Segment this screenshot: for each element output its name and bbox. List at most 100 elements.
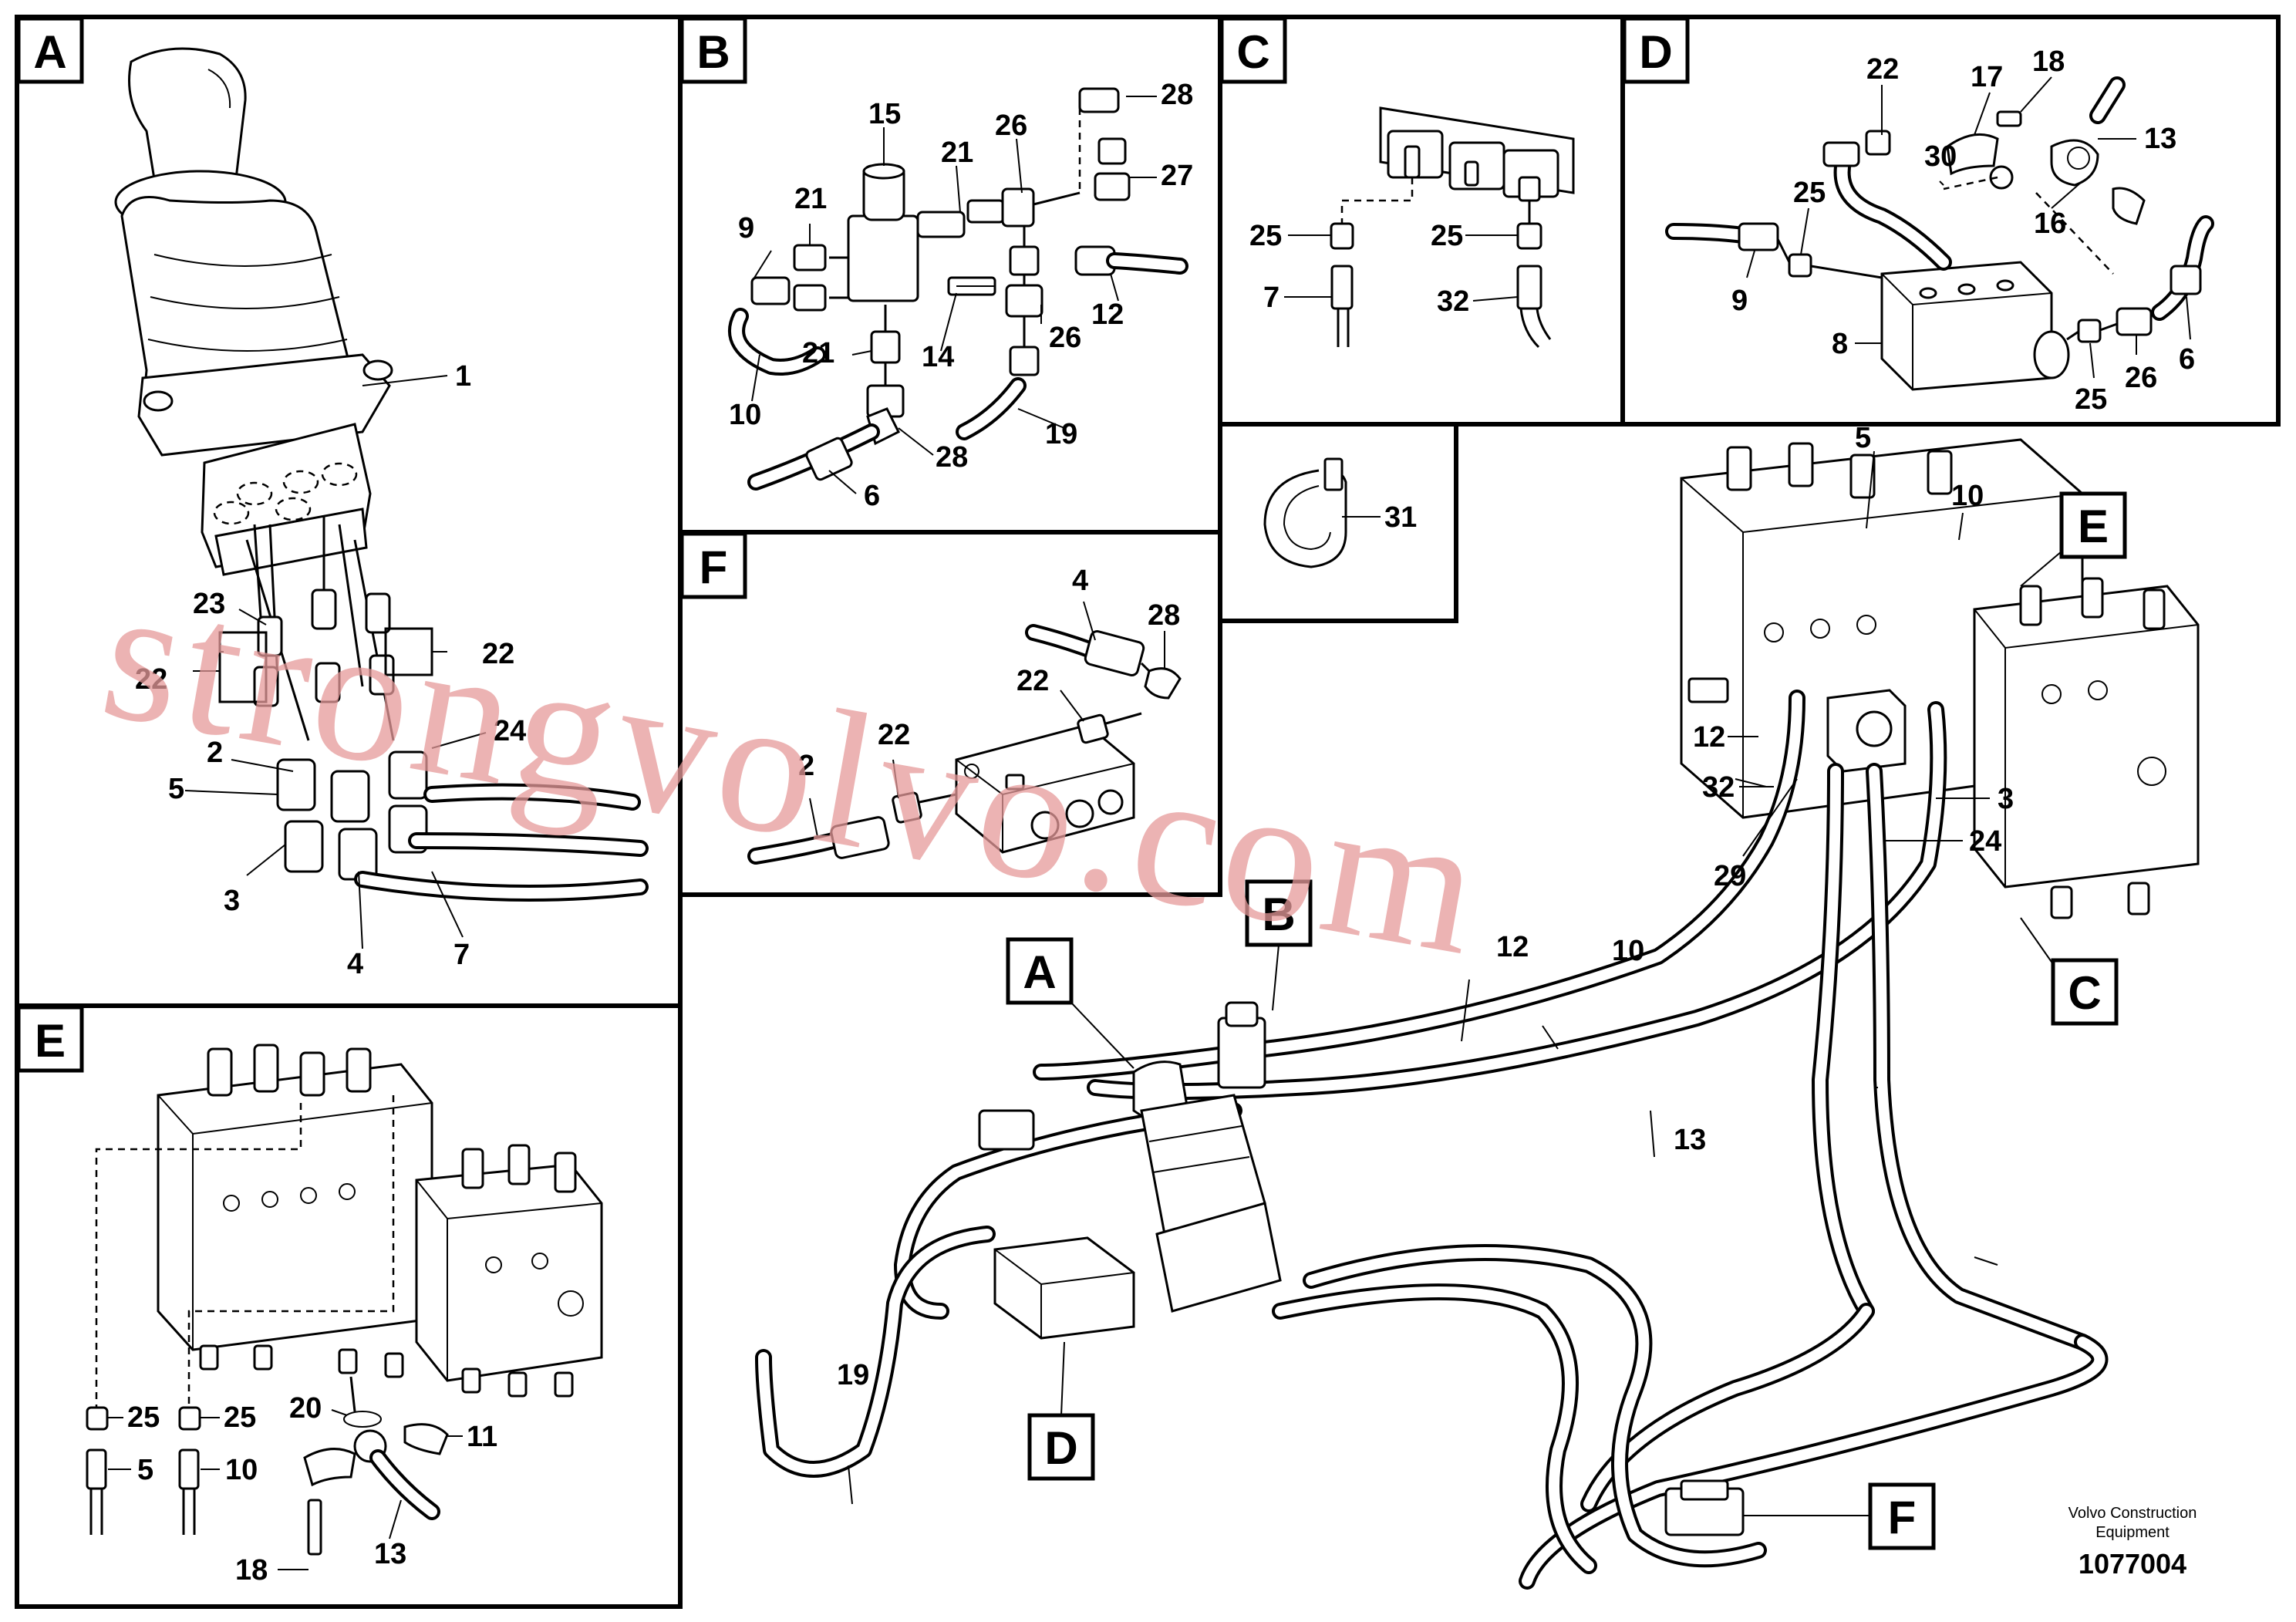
ports — [218, 517, 649, 902]
callout-a-23: 23 — [193, 588, 225, 620]
callout-main-32: 32 — [1702, 771, 1735, 804]
callout-f-2: 2 — [798, 750, 814, 782]
marker-c-box — [2051, 958, 2119, 1026]
panel-c: C 25 25 7 32 — [1218, 15, 1625, 427]
callout-a-24: 24 — [494, 715, 526, 747]
callout-b-28-bottom: 28 — [936, 441, 968, 474]
callout-d-13: 13 — [2144, 123, 2176, 155]
callout-e-11: 11 — [467, 1421, 497, 1453]
marker-f-box — [1868, 1482, 1936, 1550]
panel-f-letter: F — [700, 541, 728, 593]
callout-e-13: 13 — [374, 1538, 406, 1570]
callout-main-3: 3 — [1998, 783, 2014, 815]
callout-main-10-top: 10 — [1951, 480, 1984, 512]
panel-a-letter: A — [33, 26, 66, 78]
callout-a-5: 5 — [168, 773, 184, 805]
callout-d-22: 22 — [1866, 53, 1899, 86]
callout-c-25-right: 25 — [1431, 220, 1463, 252]
callout-f-22-bottom: 22 — [878, 719, 910, 751]
callout-e-18: 18 — [235, 1554, 268, 1587]
callout-b-21-bottom: 21 — [802, 337, 834, 369]
credit-line-2: Equipment — [2095, 1524, 2170, 1541]
panel-f: F 4 28 22 22 2 — [678, 530, 1222, 897]
panel-clamp: 31 — [1218, 422, 1458, 623]
marker-e-box — [2059, 491, 2127, 559]
marker-a: A — [1023, 946, 1056, 998]
callout-b-21-left: 21 — [794, 183, 827, 215]
panel-f-frame — [678, 530, 1222, 897]
callout-a-22-left: 22 — [135, 663, 167, 696]
panel-c-letter-box — [1219, 16, 1287, 84]
callout-b-10: 10 — [729, 399, 761, 431]
callout-d-26: 26 — [2125, 362, 2157, 394]
callout-e-25-left: 25 — [127, 1401, 160, 1434]
marker-e: E — [2078, 501, 2109, 552]
callout-d-8: 8 — [1832, 328, 1848, 360]
callout-d-9: 9 — [1731, 285, 1748, 317]
callout-b-28-top: 28 — [1161, 79, 1193, 111]
callout-main-29: 29 — [1714, 860, 1746, 892]
panel-f-letter-box — [679, 531, 747, 599]
callout-c-7: 7 — [1263, 282, 1279, 314]
callout-a-1: 1 — [455, 360, 471, 393]
panel-a: A — [15, 15, 683, 1008]
panel-d-letter: D — [1639, 26, 1672, 78]
callout-d-18: 18 — [2032, 46, 2065, 78]
callout-b-27: 27 — [1161, 160, 1193, 192]
callout-f-28: 28 — [1148, 599, 1180, 632]
callout-b-12: 12 — [1091, 298, 1124, 331]
callout-main-13: 13 — [1674, 1124, 1706, 1156]
marker-b: B — [1262, 889, 1295, 940]
reference-number: 1077004 — [2079, 1548, 2186, 1580]
callout-a-22-right: 22 — [482, 638, 514, 670]
marker-d-box — [1027, 1413, 1095, 1481]
callout-d-16: 16 — [2034, 207, 2066, 240]
callout-e-5: 5 — [137, 1454, 153, 1486]
panel-d-letter-box — [1622, 16, 1690, 84]
callout-f-4: 4 — [1072, 565, 1088, 597]
callout-main-24: 24 — [1969, 825, 2001, 858]
callout-d-17: 17 — [1971, 61, 2003, 93]
panel-e-letter: E — [35, 1015, 66, 1067]
callout-d-30: 30 — [1924, 140, 1957, 173]
callout-main-12-right: 12 — [1693, 721, 1725, 754]
panel-b-frame — [678, 15, 1222, 534]
panel-a-letter-box — [16, 16, 84, 84]
callout-b-14: 14 — [922, 341, 954, 373]
callout-e-25-right: 25 — [224, 1401, 256, 1434]
callout-main-12-mid: 12 — [1496, 931, 1529, 963]
panel-c-letter: C — [1236, 26, 1269, 78]
credit-line-1: Volvo Construction — [2068, 1505, 2197, 1522]
callout-a-2: 2 — [207, 737, 223, 769]
panel-b-letter: B — [696, 26, 730, 78]
panel-e-letter-box — [16, 1005, 84, 1073]
panel-d: D — [1620, 15, 2281, 427]
panel-b-letter-box — [679, 16, 747, 84]
callout-b-19: 19 — [1045, 418, 1077, 450]
callout-e-10: 10 — [225, 1454, 258, 1486]
joystick — [114, 47, 393, 576]
callout-clamp-31: 31 — [1384, 501, 1417, 534]
callout-d-6: 6 — [2179, 343, 2195, 376]
callout-a-3: 3 — [224, 885, 240, 917]
callout-c-25-left: 25 — [1249, 220, 1282, 252]
callout-main-10-mid: 10 — [1612, 935, 1644, 967]
callout-d-25-bottom: 25 — [2075, 383, 2107, 416]
marker-a-box — [1006, 937, 1074, 1005]
callout-b-21-top: 21 — [941, 137, 973, 169]
marker-f: F — [1888, 1492, 1917, 1543]
callout-f-22-top: 22 — [1017, 665, 1049, 697]
panel-b: B — [678, 15, 1222, 534]
marker-c: C — [2068, 967, 2101, 1019]
callout-a-7: 7 — [453, 939, 470, 971]
callout-d-25-top: 25 — [1793, 177, 1826, 209]
panel-e: E — [15, 1003, 683, 1609]
callout-b-26-bottom: 26 — [1049, 322, 1081, 354]
callout-main-5: 5 — [1855, 422, 1871, 454]
callout-b-26-top: 26 — [995, 110, 1027, 142]
callout-main-19: 19 — [837, 1359, 869, 1391]
callout-b-9: 9 — [738, 212, 754, 244]
panel-c-frame — [1218, 15, 1625, 427]
callout-c-32: 32 — [1437, 285, 1469, 318]
